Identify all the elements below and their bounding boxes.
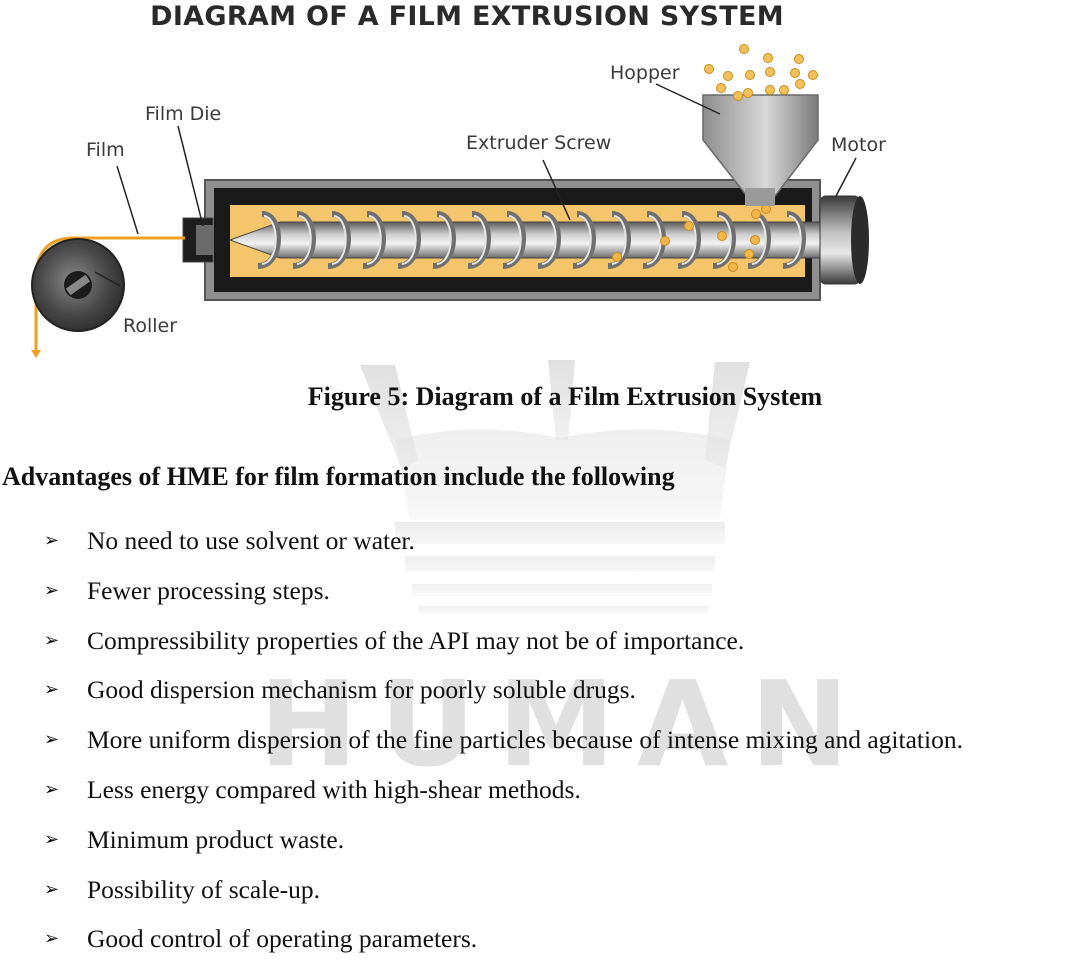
list-item-text: No need to use solvent or water.	[87, 526, 415, 555]
label-roller: Roller	[123, 315, 177, 337]
label-film: Film	[86, 139, 125, 161]
diagram-title: DIAGRAM OF A FILM EXTRUSION SYSTEM	[150, 1, 784, 32]
arrow-bullet-icon: ➢	[44, 579, 60, 601]
hopper	[702, 94, 819, 206]
film-die	[182, 217, 214, 263]
arrow-bullet-icon: ➢	[44, 778, 60, 800]
extruder-screw	[228, 211, 831, 269]
roller	[31, 238, 125, 332]
motor	[819, 195, 869, 285]
list-item-text: Minimum product waste.	[87, 824, 345, 854]
label-leaders	[94, 83, 857, 287]
section-heading: Advantages of HME for film formation inc…	[2, 462, 675, 491]
arrow-bullet-icon: ➢	[44, 928, 60, 950]
label-hopper: Hopper	[610, 62, 680, 84]
list-item-text: Good dispersion mechanism for poorly sol…	[87, 675, 636, 705]
figure-caption: Figure 5: Diagram of a Film Extrusion Sy…	[307, 382, 823, 411]
list-item-text: Good control of operating parameters.	[87, 924, 478, 954]
label-film-die: Film Die	[145, 103, 221, 125]
arrow-bullet-icon: ➢	[44, 729, 60, 751]
arrow-bullet-icon: ➢	[44, 679, 60, 701]
list-item-text: More uniform dispersion of the fine part…	[87, 725, 963, 755]
arrow-bullet-icon: ➢	[44, 629, 60, 651]
list-item-text: Compressibility properties of the API ma…	[87, 625, 745, 655]
film-direction-arrow	[31, 350, 41, 358]
arrow-bullet-icon: ➢	[44, 828, 60, 850]
label-motor: Motor	[831, 134, 886, 156]
list-item-text: Fewer processing steps.	[87, 575, 330, 605]
film-extrusion-diagram: DIAGRAM OF A FILM EXTRUSION SYSTEM	[31, 1, 886, 358]
label-extruder-screw: Extruder Screw	[466, 132, 611, 154]
melt-pellets	[612, 204, 771, 272]
arrow-bullet-icon: ➢	[44, 530, 60, 551]
list-item-text: Less energy compared with high-shear met…	[87, 774, 581, 804]
hopper-pellets	[704, 44, 818, 101]
list-item-text: Possibility of scale-up.	[87, 874, 321, 904]
arrow-bullet-icon: ➢	[44, 878, 60, 900]
